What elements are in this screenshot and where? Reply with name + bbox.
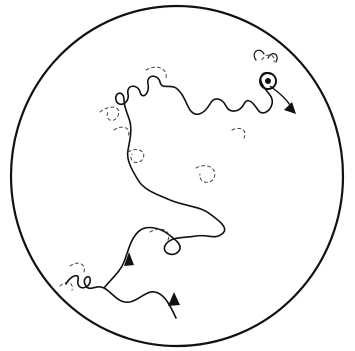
field-of-view-circle	[11, 6, 343, 346]
faint-trail-marks	[60, 55, 274, 290]
direction-arrow-bottom	[168, 292, 180, 306]
direction-arrow-upper-right	[270, 86, 296, 114]
motion-trail-path	[66, 73, 272, 318]
organism-marker-circle	[260, 73, 276, 89]
upper-right-curls	[254, 50, 277, 62]
